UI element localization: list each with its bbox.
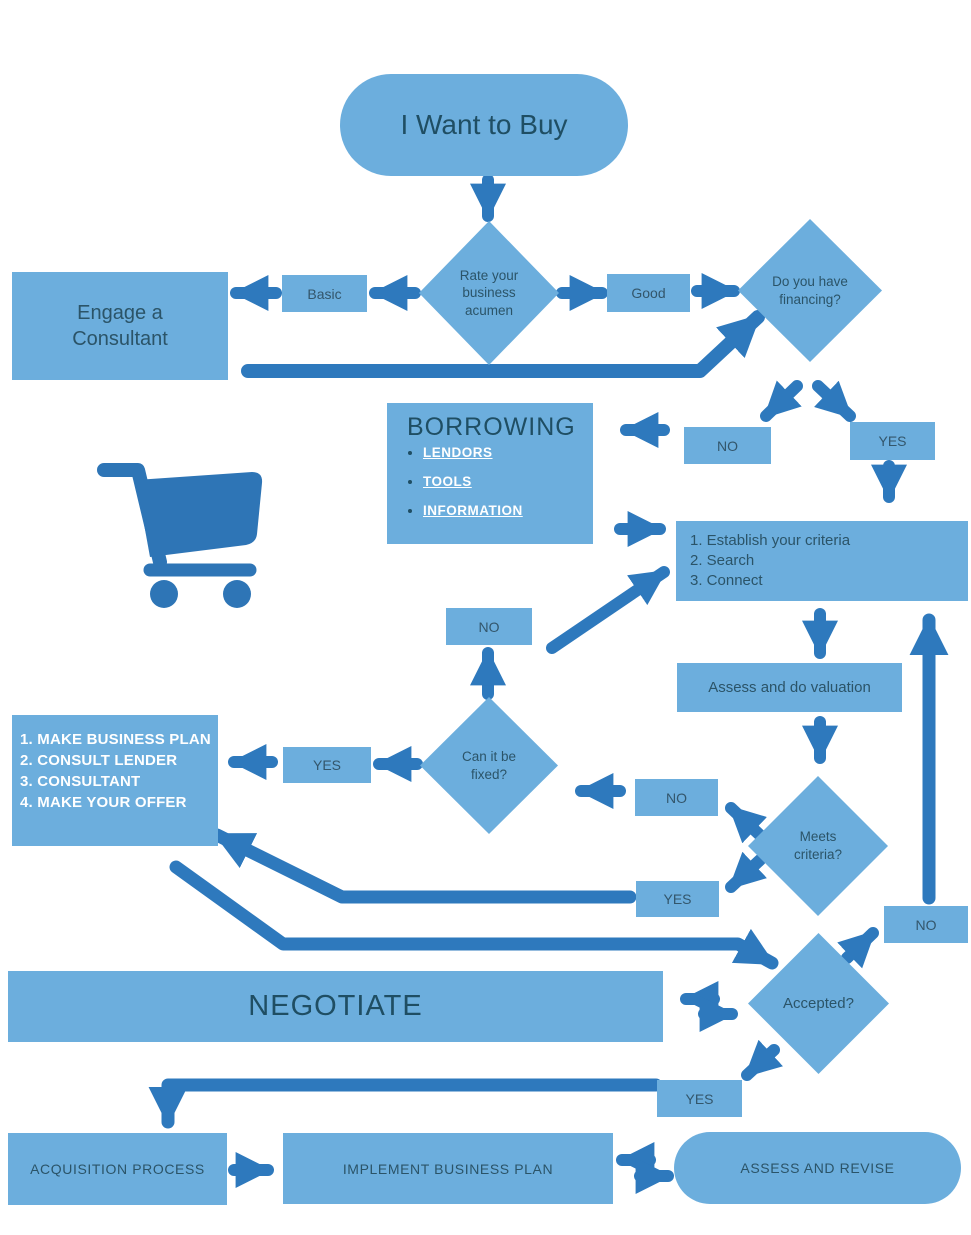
node-good: Good: [607, 274, 690, 312]
node-accepted-no: NO: [884, 906, 968, 943]
arrow-meets-to-yes: [725, 851, 767, 893]
node-can-it-be-fixed-label: Can it be fixed?: [461, 748, 517, 782]
node-make-plan: 1. MAKE BUSINESS PLAN 2. CONSULT LENDER …: [12, 715, 218, 846]
plan-lines: 1. MAKE BUSINESS PLAN 2. CONSULT LENDER …: [20, 729, 211, 813]
node-assess-valuation: Assess and do valuation: [677, 663, 902, 712]
node-accepted-no-label: NO: [915, 916, 937, 933]
node-assess-revise-label: ASSESS AND REVISE: [740, 1160, 895, 1176]
plan-line: 2. CONSULT LENDER: [20, 752, 178, 769]
node-good-label: Good: [631, 285, 666, 301]
node-search-no-label: NO: [478, 618, 500, 635]
arrow-meetsyes-to-plan: [210, 828, 637, 904]
node-meets-yes-label: YES: [663, 891, 692, 907]
node-financing-no: NO: [684, 427, 771, 464]
node-assess-revise: ASSESS AND REVISE: [674, 1132, 961, 1204]
information-link[interactable]: INFORMATION: [423, 503, 523, 518]
borrowing-title: BORROWING: [407, 413, 576, 441]
node-establish-criteria: 1. Establish your criteria 2. Search 3. …: [676, 521, 968, 601]
node-accepted-yes-label: YES: [685, 1090, 714, 1107]
plan-line: 1. MAKE BUSINESS PLAN: [20, 731, 211, 748]
node-have-financing-label: Do you have financing?: [772, 273, 848, 307]
node-implement-plan-label: IMPLEMENT BUSINESS PLAN: [342, 1160, 554, 1177]
node-financing-no-label: NO: [717, 437, 738, 454]
arrow-financing-to-yes: [812, 380, 856, 422]
shopping-cart-icon: [97, 463, 263, 608]
node-borrowing: BORROWING LENDORS TOOLS INFORMATION: [387, 403, 593, 544]
plan-line: 3. CONSULTANT: [20, 773, 141, 790]
borrowing-list-item: INFORMATION: [423, 502, 593, 520]
node-acquisition-process-label: ACQUISITION PROCESS: [30, 1161, 205, 1177]
arrow-engage-to-financing: [241, 310, 765, 378]
node-meets-no-label: NO: [666, 789, 687, 806]
borrowing-list-item: LENDORS: [423, 444, 593, 462]
node-financing-yes-label: YES: [878, 433, 907, 449]
node-engage-consultant-label: Engage a Consultant: [72, 302, 168, 350]
node-accepted-label: Accepted?: [783, 994, 854, 1012]
node-accepted-yes: YES: [657, 1080, 742, 1117]
criteria-line: 2. Search: [690, 552, 755, 570]
arrow-financing-to-no: [760, 380, 803, 422]
arrow-acceptedyes-to-acquisition: [148, 1078, 663, 1129]
plan-line: 4. MAKE YOUR OFFER: [20, 794, 187, 811]
node-canfix-yes-label: YES: [312, 757, 341, 773]
node-implement-plan: IMPLEMENT BUSINESS PLAN: [283, 1133, 613, 1204]
lendors-link[interactable]: LENDORS: [423, 445, 493, 460]
criteria-line: 3. Connect: [690, 571, 763, 589]
borrowing-links: LENDORS TOOLS INFORMATION: [395, 444, 593, 520]
node-meets-yes: YES: [636, 881, 719, 917]
criteria-line: 1. Establish your criteria: [690, 532, 851, 550]
arrow-meets-to-no: [725, 802, 769, 844]
arrow-searchno-to-criteria: [546, 566, 670, 654]
node-basic-label: Basic: [307, 285, 342, 302]
arrow-accepted-to-no: [837, 927, 879, 969]
node-financing-yes: YES: [850, 422, 935, 460]
tools-link[interactable]: TOOLS: [423, 474, 472, 489]
criteria-lines: 1. Establish your criteria 2. Search 3. …: [690, 531, 850, 590]
node-start: I Want to Buy: [340, 74, 628, 176]
node-negotiate-label: NEGOTIATE: [248, 990, 423, 1022]
node-engage-consultant: Engage a Consultant: [12, 272, 228, 380]
arrow-plan-to-accepted: [169, 860, 779, 970]
node-rate-acumen-label: Rate your business acumen: [459, 267, 519, 318]
node-meets-criteria-label: Meets criteria?: [793, 829, 842, 862]
node-search-no: NO: [446, 608, 532, 645]
arrow-accepted-to-yes: [741, 1039, 784, 1081]
node-negotiate: NEGOTIATE: [8, 971, 663, 1042]
node-acquisition-process: ACQUISITION PROCESS: [8, 1133, 227, 1205]
node-assess-valuation-label: Assess and do valuation: [708, 678, 871, 696]
borrowing-list-item: TOOLS: [423, 473, 593, 491]
node-meets-no: NO: [635, 779, 718, 816]
node-start-label: I Want to Buy: [400, 109, 568, 140]
node-canfix-yes: YES: [283, 747, 371, 783]
node-basic: Basic: [282, 275, 367, 312]
